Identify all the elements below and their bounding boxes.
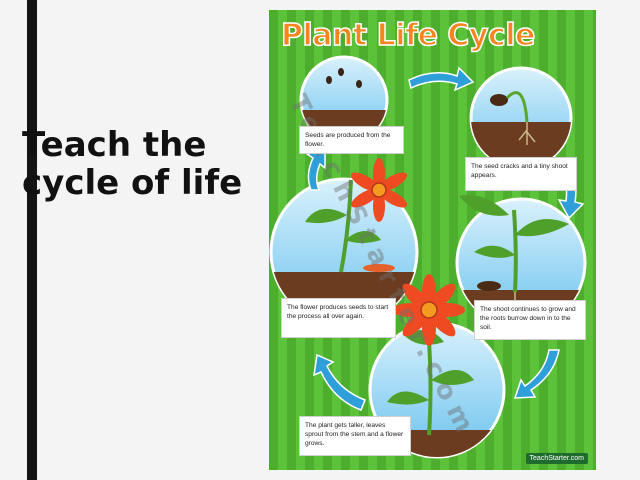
- cycle-arrow-icon: [305, 149, 326, 191]
- plant-life-cycle-poster: Plant Life Cycle: [269, 10, 596, 470]
- slide-left-bar: [27, 0, 37, 480]
- poster-title: Plant Life Cycle: [280, 17, 536, 54]
- cycle-arrow-icon: [313, 353, 366, 411]
- teach-starter-logo: TeachStarter.com: [525, 453, 588, 464]
- seed-icon: [326, 76, 332, 84]
- life-cycle-diagram: [269, 55, 587, 459]
- slide-title: Teach the cycle of life: [22, 125, 243, 203]
- caption-seed-cracks: The seed cracks and a tiny shoot appears…: [465, 157, 577, 191]
- stage-sprout: [469, 66, 573, 170]
- cracked-seed-icon: [490, 94, 508, 106]
- flower-icon: [393, 274, 465, 346]
- caption-shoot-grows: The shoot continues to grow and the root…: [474, 300, 586, 340]
- cycle-arrow-icon: [513, 349, 560, 399]
- caption-flower-produces-seeds: The flower produces seeds to start the p…: [281, 298, 396, 338]
- caption-seeds: Seeds are produced from the flower.: [299, 126, 404, 154]
- cycle-arrow-icon: [408, 66, 475, 92]
- flower-icon: [350, 158, 408, 222]
- caption-plant-taller: The plant gets taller, leaves sprout fro…: [299, 416, 411, 456]
